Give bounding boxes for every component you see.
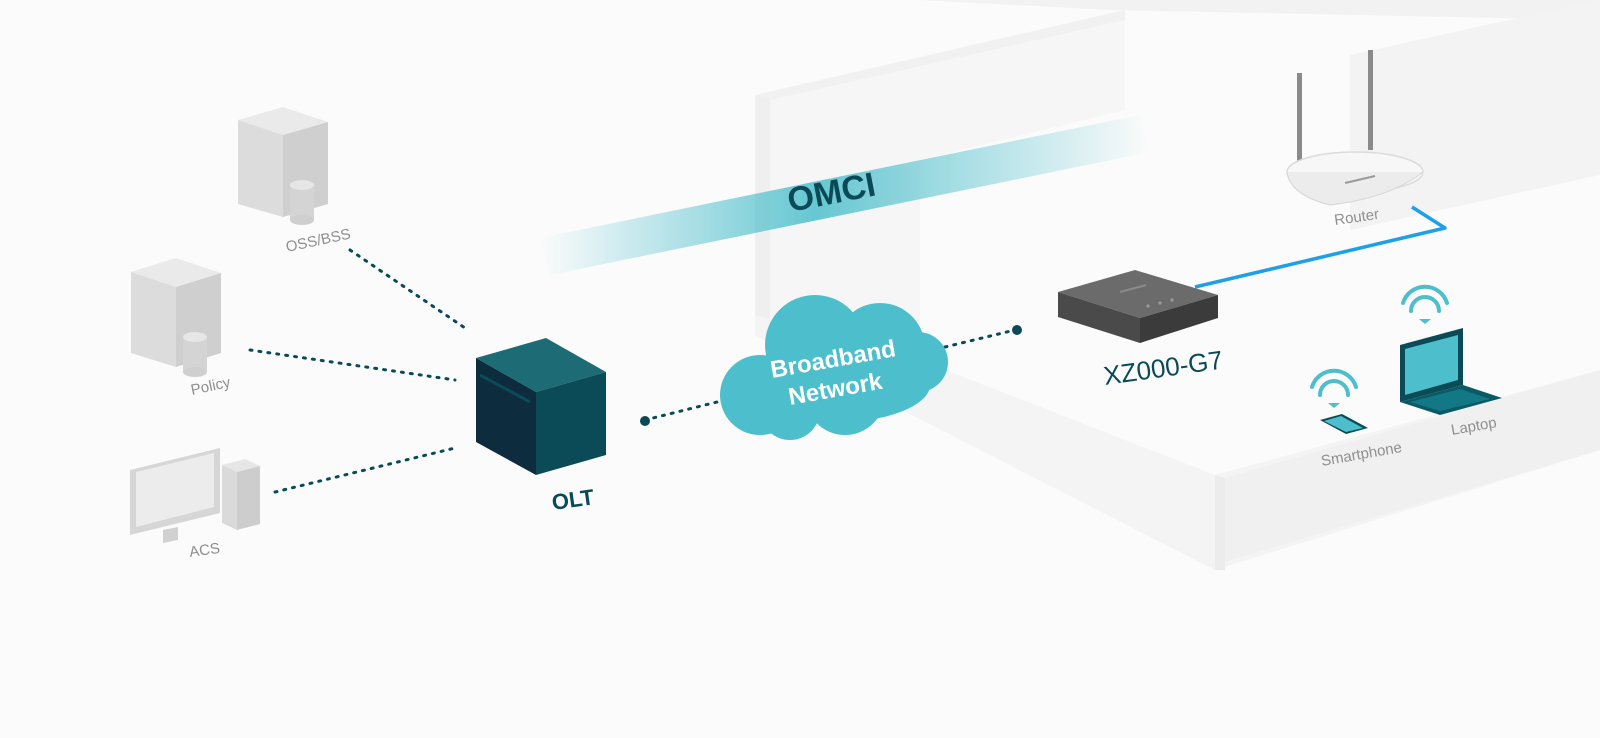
olt-cube-icon: [476, 338, 606, 475]
acs-label: ACS: [188, 540, 221, 561]
smartphone-icon: [1320, 414, 1368, 434]
link-dot-olt: [640, 416, 650, 426]
router-label: Router: [1333, 206, 1380, 229]
link-dot-ont: [1012, 325, 1022, 335]
link-oss-olt: [348, 248, 467, 330]
olt-label: OLT: [550, 484, 596, 515]
laptop-wifi-icon: [1401, 284, 1449, 324]
link-ont-router: [1194, 205, 1447, 289]
ont-device-icon: [1058, 270, 1218, 343]
policy-label: Policy: [189, 374, 232, 399]
dotted-links: [248, 248, 1017, 494]
smartphone-wifi-icon: [1310, 368, 1358, 408]
oss-bss-server-icon: [238, 107, 328, 225]
link-acs-olt: [273, 446, 457, 494]
link-olt-cloud: [643, 398, 727, 422]
laptop-icon: [1400, 328, 1502, 415]
link-policy-olt: [248, 348, 457, 382]
oss-bss-label: OSS/BSS: [284, 226, 352, 256]
acs-computer-icon: [130, 448, 260, 543]
broadband-cloud-icon: [720, 295, 948, 440]
ont-model-label: XZ000-G7: [1102, 345, 1225, 391]
link-cloud-ont: [943, 328, 1017, 349]
policy-server-icon: [131, 258, 221, 377]
router-icon: [1286, 50, 1424, 206]
